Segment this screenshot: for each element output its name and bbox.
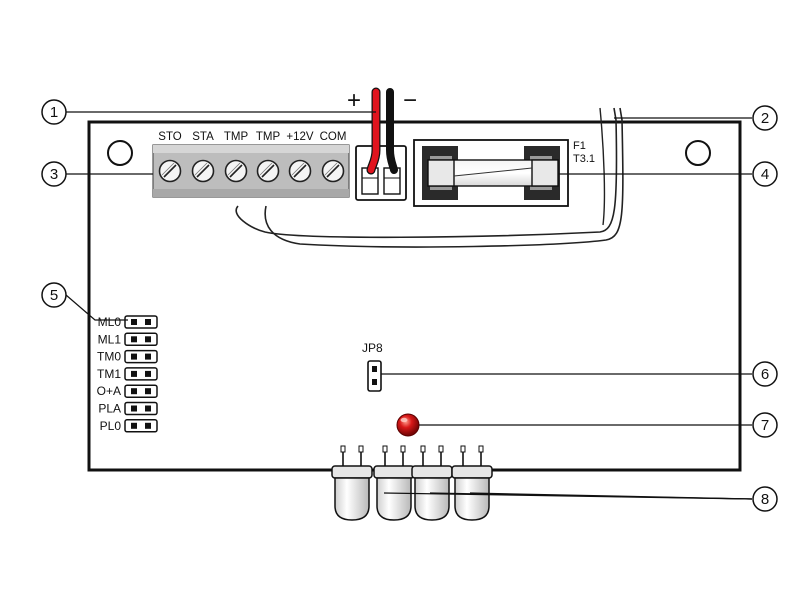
callout-number: 7 — [761, 417, 769, 434]
terminal-label-sto: STO — [158, 131, 181, 143]
jumper-label: TM1 — [97, 367, 121, 381]
callout-4: 4 — [752, 161, 778, 187]
polarity-minus: − — [403, 87, 417, 114]
cable-loop — [235, 107, 618, 239]
callout-number: 5 — [50, 287, 58, 304]
callouts: 1 2 3 4 5 6 7 8 — [41, 99, 778, 512]
callout-7: 7 — [752, 412, 778, 438]
terminal-screws — [158, 159, 345, 183]
jp8-label: JP8 — [362, 341, 383, 355]
callout-2: 2 — [752, 105, 778, 131]
terminal-screw — [224, 159, 248, 183]
callout-3: 3 — [41, 161, 67, 187]
jumper-pla: PLA — [98, 402, 158, 416]
ir-led — [331, 445, 373, 521]
callout-1: 1 — [41, 99, 67, 125]
terminal-label-tmp-1: TMP — [224, 131, 249, 143]
jumper-label: ML1 — [98, 332, 122, 346]
callout-number: 6 — [761, 366, 769, 383]
terminal-screw — [191, 159, 215, 183]
power-connector — [355, 145, 407, 201]
callout-6: 6 — [752, 361, 778, 387]
jumper-label: PLA — [98, 402, 121, 416]
terminal-screw — [256, 159, 280, 183]
callout-number: 8 — [761, 491, 769, 508]
ir-led — [451, 445, 493, 521]
ir-leds — [331, 445, 493, 521]
jumper-label: PL0 — [100, 419, 122, 433]
terminal-labels: STO STA TMP TMP +12V COM — [158, 131, 346, 143]
callout-lines — [65, 111, 753, 500]
callout-8: 8 — [752, 486, 778, 512]
jumper-label: TM0 — [97, 350, 121, 364]
jumper-tm1: TM1 — [97, 367, 158, 381]
jp8-jumper — [367, 360, 382, 392]
terminal-label-com: COM — [320, 131, 347, 143]
callout-number: 4 — [761, 166, 769, 183]
mounting-hole-right — [685, 140, 711, 166]
fuse-rating: T3.1 — [573, 153, 595, 165]
terminal-label-sta: STA — [192, 131, 214, 143]
fuse-name: F1 — [573, 140, 586, 152]
jumper-ml1: ML1 — [98, 332, 158, 346]
mounting-hole-left — [107, 140, 133, 166]
jumper-oa: O+A — [97, 384, 158, 398]
terminal-block — [152, 144, 350, 198]
callout-number: 2 — [761, 110, 769, 127]
jumper-label: ML0 — [98, 315, 122, 329]
polarity-plus: + — [347, 87, 361, 114]
callout-5: 5 — [41, 282, 67, 308]
fuse — [427, 159, 559, 187]
jumper-ml0: ML0 — [98, 315, 158, 329]
jumper-label: O+A — [97, 384, 121, 398]
terminal-screw — [158, 159, 182, 183]
terminal-label-12v: +12V — [286, 131, 314, 143]
jumper-pl0: PL0 — [100, 419, 158, 433]
terminal-label-tmp-2: TMP — [256, 131, 281, 143]
callout-number: 3 — [50, 166, 58, 183]
status-led — [396, 413, 420, 437]
wire-black — [386, 88, 398, 174]
terminal-screw — [288, 159, 312, 183]
ir-led — [411, 445, 453, 521]
ir-led — [373, 445, 415, 521]
jumper-tm0: TM0 — [97, 350, 158, 364]
terminal-screw — [321, 159, 345, 183]
callout-number: 1 — [50, 104, 58, 121]
